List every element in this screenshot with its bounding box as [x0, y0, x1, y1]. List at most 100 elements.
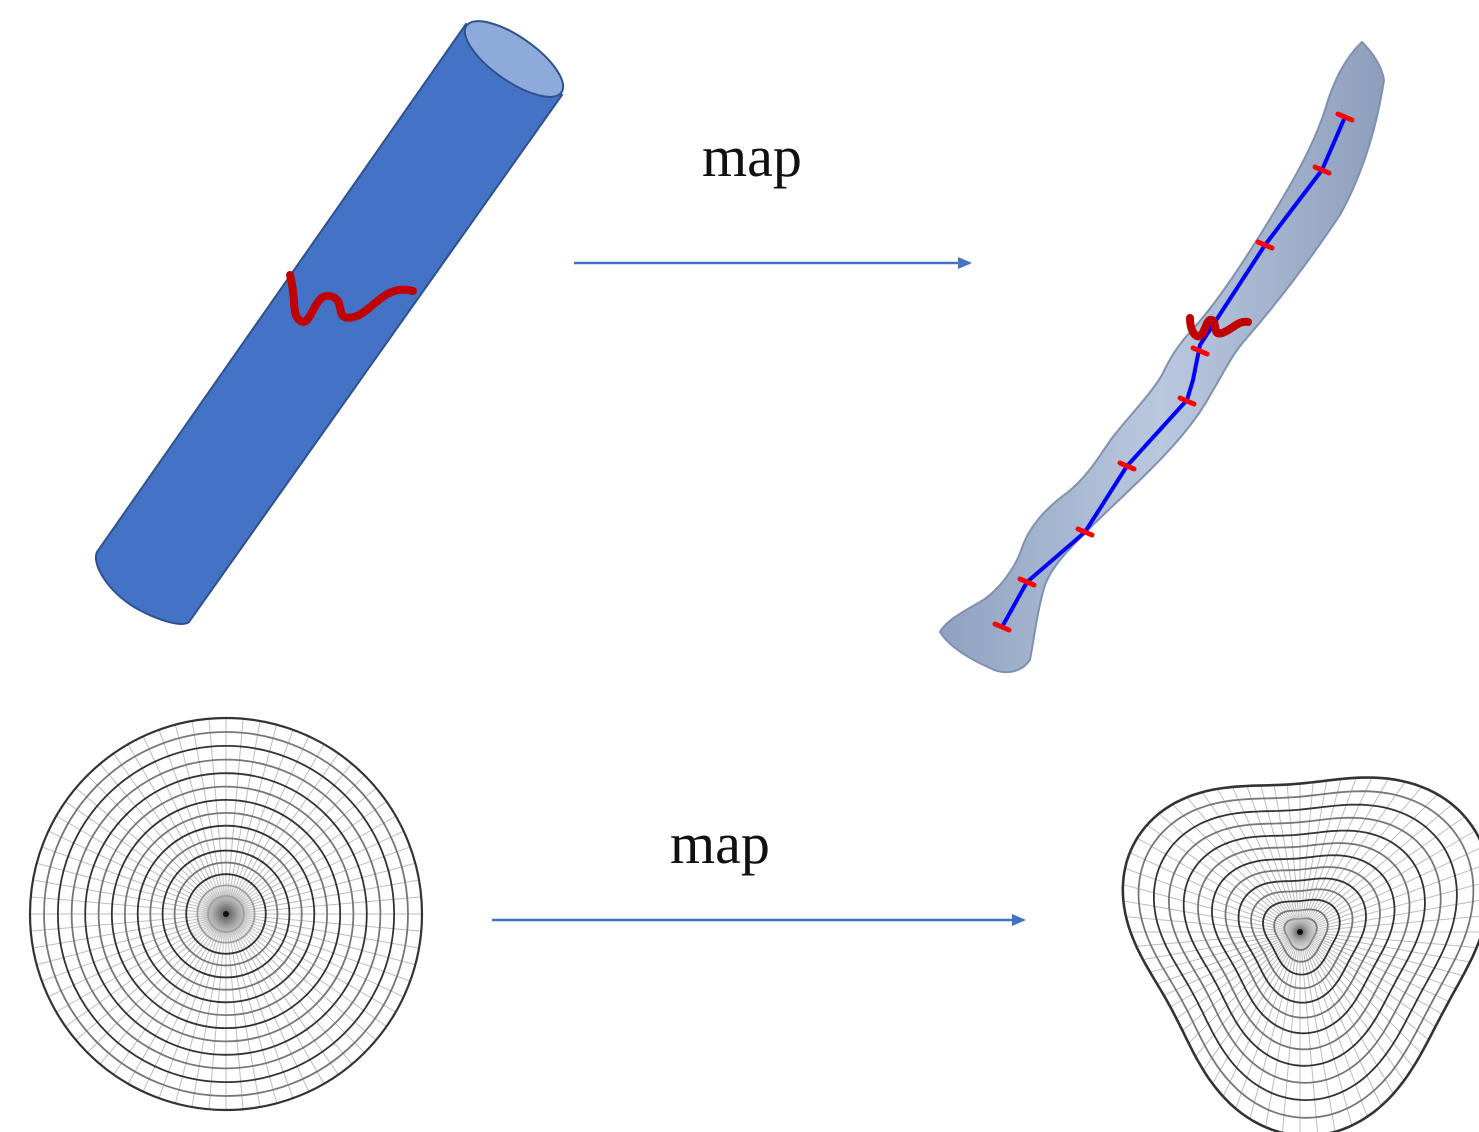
- grid-spoke: [1202, 938, 1296, 1071]
- grid-ring: [173, 861, 279, 967]
- centerline-node: [1017, 576, 1037, 588]
- grid-spoke: [235, 914, 422, 932]
- grid-rings: [1121, 776, 1479, 1132]
- grid-spoke: [1129, 852, 1293, 930]
- grid-spoke: [32, 915, 217, 949]
- grid-spoke: [1304, 786, 1423, 927]
- grid-spoke: [234, 917, 404, 998]
- grid-spoke: [230, 744, 325, 906]
- grid-spoke: [158, 923, 224, 1099]
- bottom-map-label: map: [670, 811, 770, 876]
- grid-spoke: [233, 919, 387, 1027]
- grid-ring: [84, 772, 368, 1056]
- grid-spoke: [226, 718, 244, 905]
- grid-ring: [43, 731, 409, 1097]
- grid-spoke: [87, 775, 220, 908]
- grid-spoke: [1303, 938, 1394, 1094]
- grid-spoke: [127, 744, 222, 906]
- vessel-red-mark: [1186, 314, 1252, 341]
- grid-spoke: [1235, 939, 1298, 1109]
- grid-spoke: [30, 896, 217, 914]
- grid-spoke: [235, 896, 422, 914]
- grid-spoke: [234, 815, 396, 910]
- grid-spoke: [230, 922, 325, 1084]
- grid-ring: [1182, 829, 1426, 1067]
- grid-spoke: [174, 724, 224, 905]
- grid-spoke: [235, 916, 411, 982]
- grid-ring: [136, 824, 316, 1004]
- grid-rings: [28, 716, 424, 1112]
- grid-spoke: [41, 846, 217, 912]
- grid-spoke: [1123, 900, 1293, 932]
- grid-spoke: [1301, 939, 1353, 1126]
- grid-spoke: [231, 753, 339, 907]
- grid-spoke: [1300, 939, 1318, 1132]
- grid-spoke: [142, 922, 223, 1092]
- grid-spoke: [228, 729, 294, 905]
- grid-center-point: [223, 911, 229, 917]
- grid-spoke: [234, 830, 404, 911]
- grid-ring: [1211, 854, 1396, 1035]
- grid-spoke: [48, 917, 218, 998]
- grid-spoke: [1305, 794, 1438, 927]
- centerline-node: [1075, 526, 1095, 538]
- grid-ring: [1262, 898, 1341, 976]
- grid-spoke: [232, 763, 353, 907]
- centerline-node: [1117, 460, 1137, 472]
- grid-spoke: [1146, 824, 1294, 928]
- top-map-label: map: [702, 124, 802, 189]
- grid-ring: [1153, 803, 1458, 1102]
- grid-ring: [1197, 842, 1411, 1051]
- grid-ring: [70, 758, 382, 1070]
- grid-spoke: [30, 914, 217, 932]
- grid-spoke: [235, 915, 420, 949]
- grid-spoke: [1222, 939, 1298, 1097]
- vessel: [938, 40, 1386, 674]
- grid-spoke: [1307, 847, 1479, 930]
- grid-spoke: [1304, 937, 1414, 1068]
- grid-spoke: [1122, 884, 1293, 931]
- grid-spoke: [229, 922, 310, 1092]
- vessel-surface: [938, 40, 1386, 674]
- centerline-node: [1190, 345, 1210, 357]
- grid-ring: [110, 798, 342, 1030]
- grid-spoke: [1136, 837, 1294, 929]
- grid-spoke: [1304, 938, 1405, 1081]
- grid-spoke: [1306, 936, 1436, 1028]
- grid-spoke: [48, 830, 218, 911]
- grid-spoke: [1304, 781, 1406, 926]
- grid-spoke: [113, 753, 221, 907]
- centerline-node: [1255, 239, 1275, 251]
- cylinder: [94, 20, 565, 625]
- grid-ring: [57, 745, 395, 1083]
- grid-spoke: [232, 775, 365, 908]
- grid-spoke: [1300, 939, 1336, 1132]
- grid-spoke: [235, 916, 416, 966]
- grid-spoke: [127, 922, 222, 1084]
- centerline-nodes: [992, 111, 1355, 633]
- grid-spoke: [75, 920, 219, 1041]
- grid-spoke: [228, 923, 278, 1104]
- grid-spoke: [235, 879, 420, 913]
- grid-ring: [123, 811, 329, 1017]
- grid-ring: [1237, 877, 1367, 1004]
- grid-spoke: [75, 787, 219, 908]
- grid-spoke: [191, 923, 225, 1108]
- grid-spoke: [1307, 883, 1479, 931]
- grid-spoke: [1307, 866, 1479, 930]
- grid-spoke: [1300, 782, 1314, 925]
- grid-spokes: [30, 718, 422, 1110]
- grid-spoke: [227, 720, 261, 905]
- grid-spoke: [1172, 804, 1295, 927]
- grid-spoke: [65, 919, 219, 1027]
- grid-spoke: [1302, 939, 1382, 1107]
- grid-spoke: [1305, 803, 1453, 928]
- grid-spoke: [233, 801, 387, 909]
- grid-spoke: [233, 787, 377, 908]
- grid-spoke: [1265, 939, 1300, 1128]
- grid-spoke: [1249, 939, 1299, 1120]
- grid-spoke: [142, 736, 223, 906]
- grid-spoke: [233, 920, 377, 1041]
- cylinder-top-cap: [463, 20, 565, 98]
- grid-spoke: [235, 862, 416, 912]
